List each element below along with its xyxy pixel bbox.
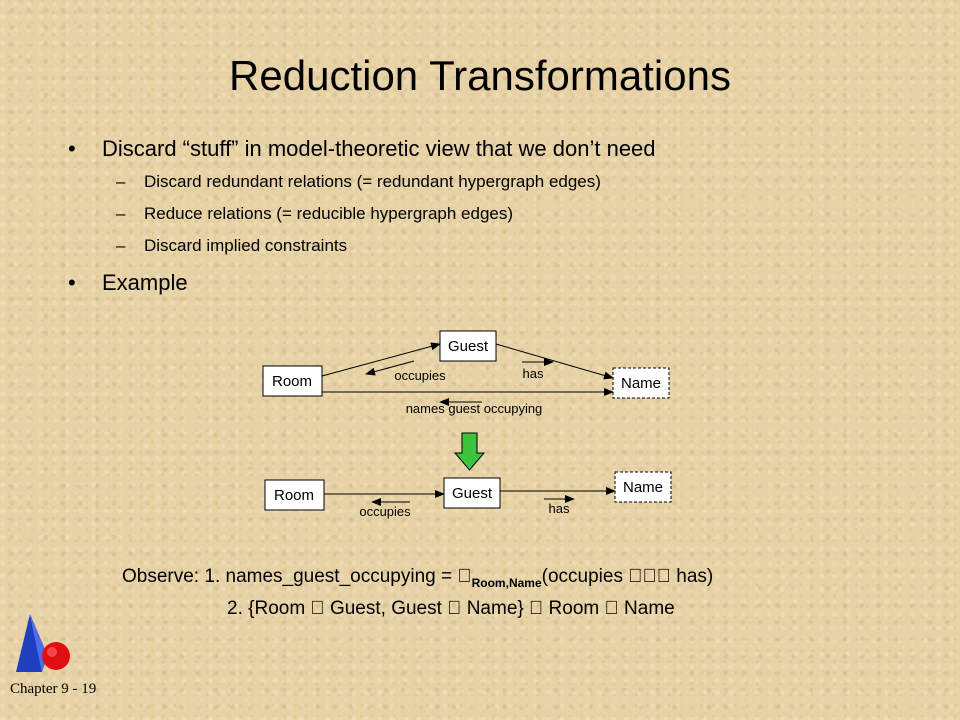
- room-box: [264, 479, 325, 511]
- room-label: Room: [274, 487, 314, 504]
- room-guest-edge: [321, 342, 441, 377]
- has-label: has: [549, 501, 570, 516]
- name-box: [614, 471, 672, 503]
- sub-bullet-item: – Reduce relations (= reducible hypergra…: [68, 204, 928, 224]
- slide-title: Reduction Transformations: [229, 52, 731, 99]
- bullet-text: Example: [102, 270, 188, 295]
- name-label: Name: [621, 375, 661, 392]
- room-box: [262, 365, 323, 397]
- observe-item-1: 1. names_guest_occupying = : [204, 566, 471, 587]
- guest-label: Guest: [448, 338, 489, 355]
- bullet-dot: •: [68, 136, 76, 161]
- sub-bullet-text: Reduce relations (= reducible hypergraph…: [144, 204, 514, 223]
- observe-line-2: 2. {Room  Guest, Guest  Name}  Room …: [227, 598, 675, 619]
- sub-bullet-text: Discard implied constraints: [144, 236, 348, 255]
- bullet-item: • Example: [68, 270, 928, 296]
- sub-bullet-dash: –: [116, 204, 126, 223]
- bullet-list: • Discard “stuff” in model-theoretic vie…: [68, 136, 928, 306]
- observe-item-1-rest: (occupies  has): [527, 566, 714, 587]
- occupies-label: occupies: [359, 504, 411, 519]
- name-label: Name: [623, 479, 663, 496]
- has-label: has: [523, 366, 544, 381]
- observe-item-1-subscript: Room,Name: [457, 575, 542, 590]
- guest-name-edge: [495, 343, 614, 380]
- sub-bullet-text: Discard redundant relations (= redundant…: [144, 172, 601, 191]
- name-box: [612, 367, 670, 399]
- sub-bullet-dash: –: [116, 172, 126, 191]
- sub-bullet-item: – Discard redundant relations (= redunda…: [68, 172, 928, 192]
- arrow-down-icon: [453, 432, 486, 471]
- occupies-reading-arrow: [365, 360, 415, 376]
- slide-footer: Chapter 9 - 19: [10, 681, 97, 697]
- bullet-dot: •: [68, 270, 76, 295]
- observe-line-1: Observe: 1. names_guest_occupying = Roo…: [122, 566, 713, 590]
- observe-label: Observe:: [122, 566, 200, 587]
- guest-label: Guest: [452, 485, 493, 502]
- occupies-label: occupies: [394, 368, 446, 383]
- sub-bullet-dash: –: [116, 236, 126, 255]
- sub-bullet-item: – Discard implied constraints: [68, 236, 928, 256]
- room-label: Room: [272, 373, 312, 390]
- bullet-item: • Discard “stuff” in model-theoretic vie…: [68, 136, 928, 162]
- names-guest-label: names guest occupying: [406, 401, 543, 416]
- bullet-text: Discard “stuff” in model-theoretic view …: [102, 136, 656, 161]
- logo-icon: [16, 614, 70, 672]
